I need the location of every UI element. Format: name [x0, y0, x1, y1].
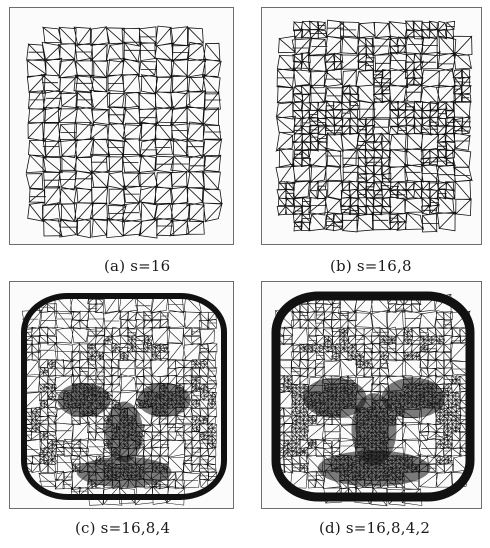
mesh-panel-d	[261, 281, 482, 509]
caption-a: (a) s=16	[104, 257, 171, 275]
face-outline	[21, 293, 227, 500]
mesh-figure-c	[21, 293, 227, 506]
face-outline	[271, 291, 475, 502]
triangle-mesh	[275, 19, 474, 233]
dense-mesh-region	[105, 401, 143, 463]
dense-mesh-region	[303, 377, 367, 419]
mesh-figure-b	[275, 19, 474, 233]
caption-c: (c) s=16,8,4	[75, 519, 171, 537]
dense-mesh-region	[57, 382, 111, 418]
triangle-mesh	[271, 291, 475, 507]
dense-mesh-region	[137, 382, 191, 418]
dense-mesh-region	[351, 393, 397, 466]
mesh-edges	[275, 19, 474, 233]
mesh-panel-b	[261, 7, 482, 245]
mesh-panel-c	[9, 281, 234, 509]
triangle-mesh	[21, 293, 227, 506]
mesh-panel-a	[9, 7, 234, 245]
caption-b: (b) s=16,8	[330, 257, 412, 275]
mesh-figure-d	[271, 291, 475, 507]
dense-mesh-region	[76, 456, 172, 488]
triangle-mesh	[25, 25, 224, 239]
dense-mesh-region	[381, 377, 445, 419]
mesh-figure-a	[25, 25, 224, 239]
dense-mesh-region	[317, 450, 431, 487]
mesh-edges	[25, 25, 224, 239]
caption-d: (d) s=16,8,4,2	[319, 519, 431, 537]
